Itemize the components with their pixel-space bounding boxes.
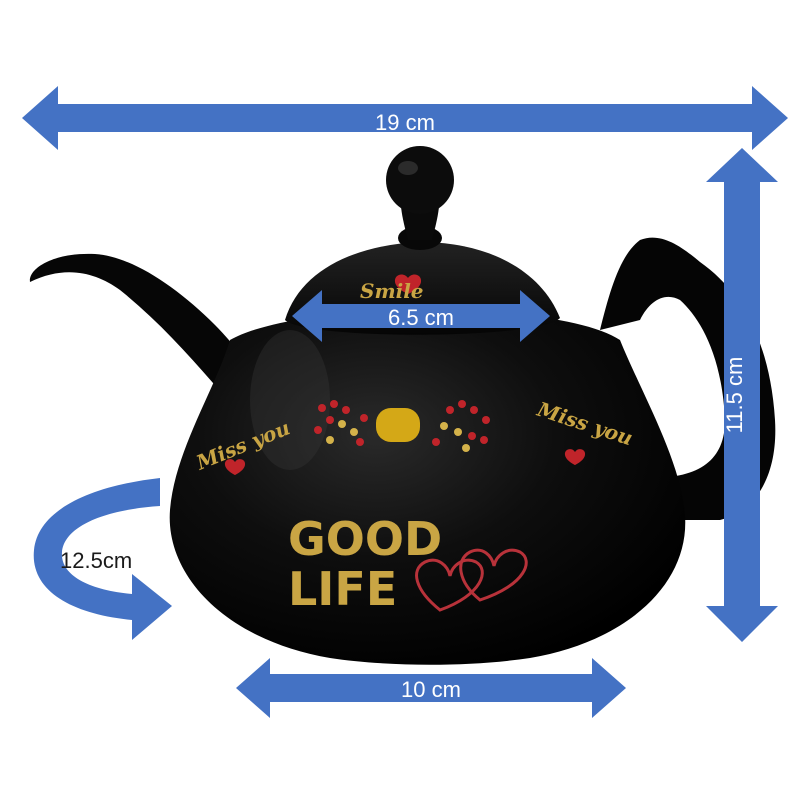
double-heart-icon	[415, 548, 528, 612]
heart-right-icon	[564, 449, 586, 465]
gold-oval-badge	[376, 408, 420, 442]
base-label: 10 cm	[401, 677, 461, 702]
height-label: 11.5 cm	[722, 357, 747, 434]
heart-left-icon	[224, 459, 246, 475]
width-arrow: 19 cm	[22, 86, 788, 150]
lid-knob	[386, 146, 454, 214]
teapot-body	[169, 310, 686, 665]
lid-smile-text: Smile	[360, 279, 424, 303]
lid-label: 6.5 cm	[388, 305, 454, 330]
knob-highlight	[398, 161, 418, 175]
height-arrow: 11.5 cm	[706, 148, 778, 642]
lid-arrow: 6.5 cm	[292, 290, 550, 342]
base-arrow: 10 cm	[236, 658, 626, 718]
body-highlight	[250, 330, 330, 470]
circumference-label: 12.5cm	[60, 548, 132, 573]
life-text: LIFE	[288, 562, 397, 616]
flower-dots-right	[432, 400, 490, 452]
width-label: 19 cm	[375, 110, 435, 135]
circumference-arrow: 12.5cm	[33, 478, 172, 640]
lid-heart-icon	[394, 274, 422, 294]
flower-dots-left	[314, 400, 368, 446]
good-text: GOOD	[288, 512, 442, 566]
